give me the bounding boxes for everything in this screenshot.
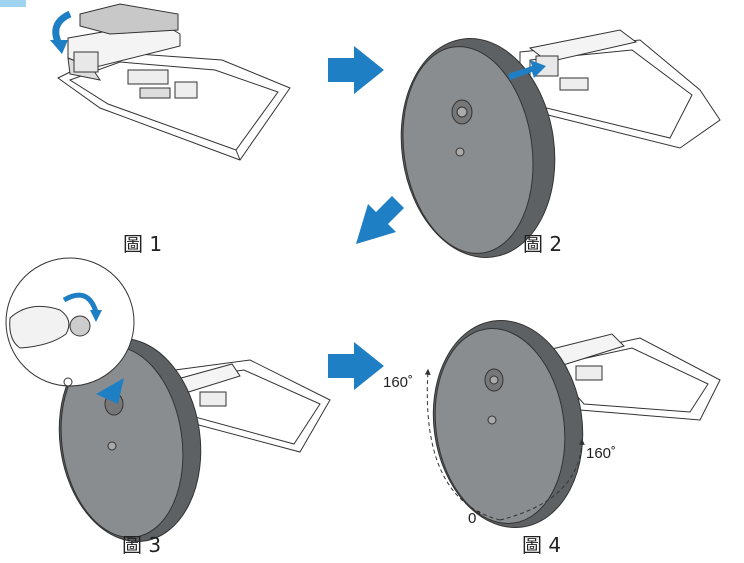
- callout-pointer: [96, 378, 124, 404]
- figure-2-illustration: [400, 29, 721, 258]
- hand: [9, 305, 70, 349]
- fold-arrow-head: [50, 40, 68, 54]
- corner-tab: [0, 0, 26, 7]
- rotation-arc-left: [424, 368, 501, 521]
- figure-3-illustration: [5, 257, 331, 542]
- screw-rotate-arrow-head: [90, 310, 102, 322]
- step-arrow-2-to-3: [356, 196, 404, 244]
- insert-arrow: [508, 60, 546, 80]
- screw-rotate-arrow: [62, 292, 99, 313]
- figure-3-caption: 圖 3: [122, 533, 162, 557]
- step-arrow-1-to-2: [328, 46, 384, 94]
- figure-2-caption: 圖 2: [523, 232, 563, 256]
- figure-1-illustration: [57, 3, 291, 161]
- angle-label-right: 160˚: [586, 445, 617, 462]
- angle-label-left: 160˚: [383, 374, 414, 391]
- step-arrow-3-to-4: [328, 342, 384, 390]
- figure-4-caption: 圖 4: [522, 533, 562, 557]
- figure-4-illustration: [432, 319, 721, 529]
- figure-1-caption: 圖 1: [123, 232, 163, 256]
- rotation-arc-right: [499, 438, 585, 521]
- stand-neck: [79, 3, 179, 35]
- angle-label-bottom: 0˚: [468, 510, 482, 527]
